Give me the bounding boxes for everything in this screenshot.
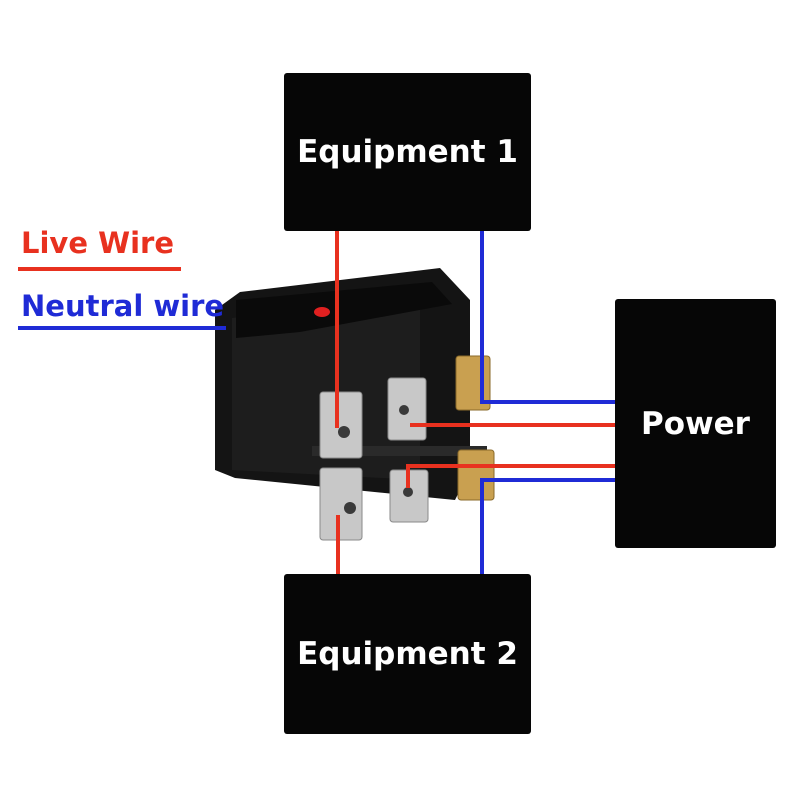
legend-neutral-wire-line — [18, 326, 226, 330]
switch-rocker — [236, 282, 452, 338]
switch-front-face — [232, 300, 420, 480]
indicator-light — [314, 307, 330, 317]
legend-live-wire-label: Live Wire — [21, 226, 174, 260]
neutral-wire-equipment-1 — [480, 231, 615, 404]
terminal-upper-middle — [387, 377, 427, 441]
neutral-wire-power-lower — [480, 478, 615, 574]
legend-live-wire-line — [18, 267, 181, 271]
terminal-lower-left — [319, 467, 363, 541]
equipment-1-label: Equipment 1 — [297, 134, 518, 170]
equipment-2-box: Equipment 2 — [284, 574, 531, 734]
power-box: Power — [615, 299, 776, 548]
equipment-2-label: Equipment 2 — [297, 636, 518, 672]
equipment-1-box: Equipment 1 — [284, 73, 531, 231]
power-label: Power — [641, 405, 750, 442]
terminal-upper-left — [319, 391, 363, 459]
terminal-lower-right — [457, 449, 495, 501]
live-wire-power-lower — [406, 464, 615, 488]
legend-neutral-wire-label: Neutral wire — [21, 289, 225, 323]
switch-divider — [312, 446, 487, 456]
